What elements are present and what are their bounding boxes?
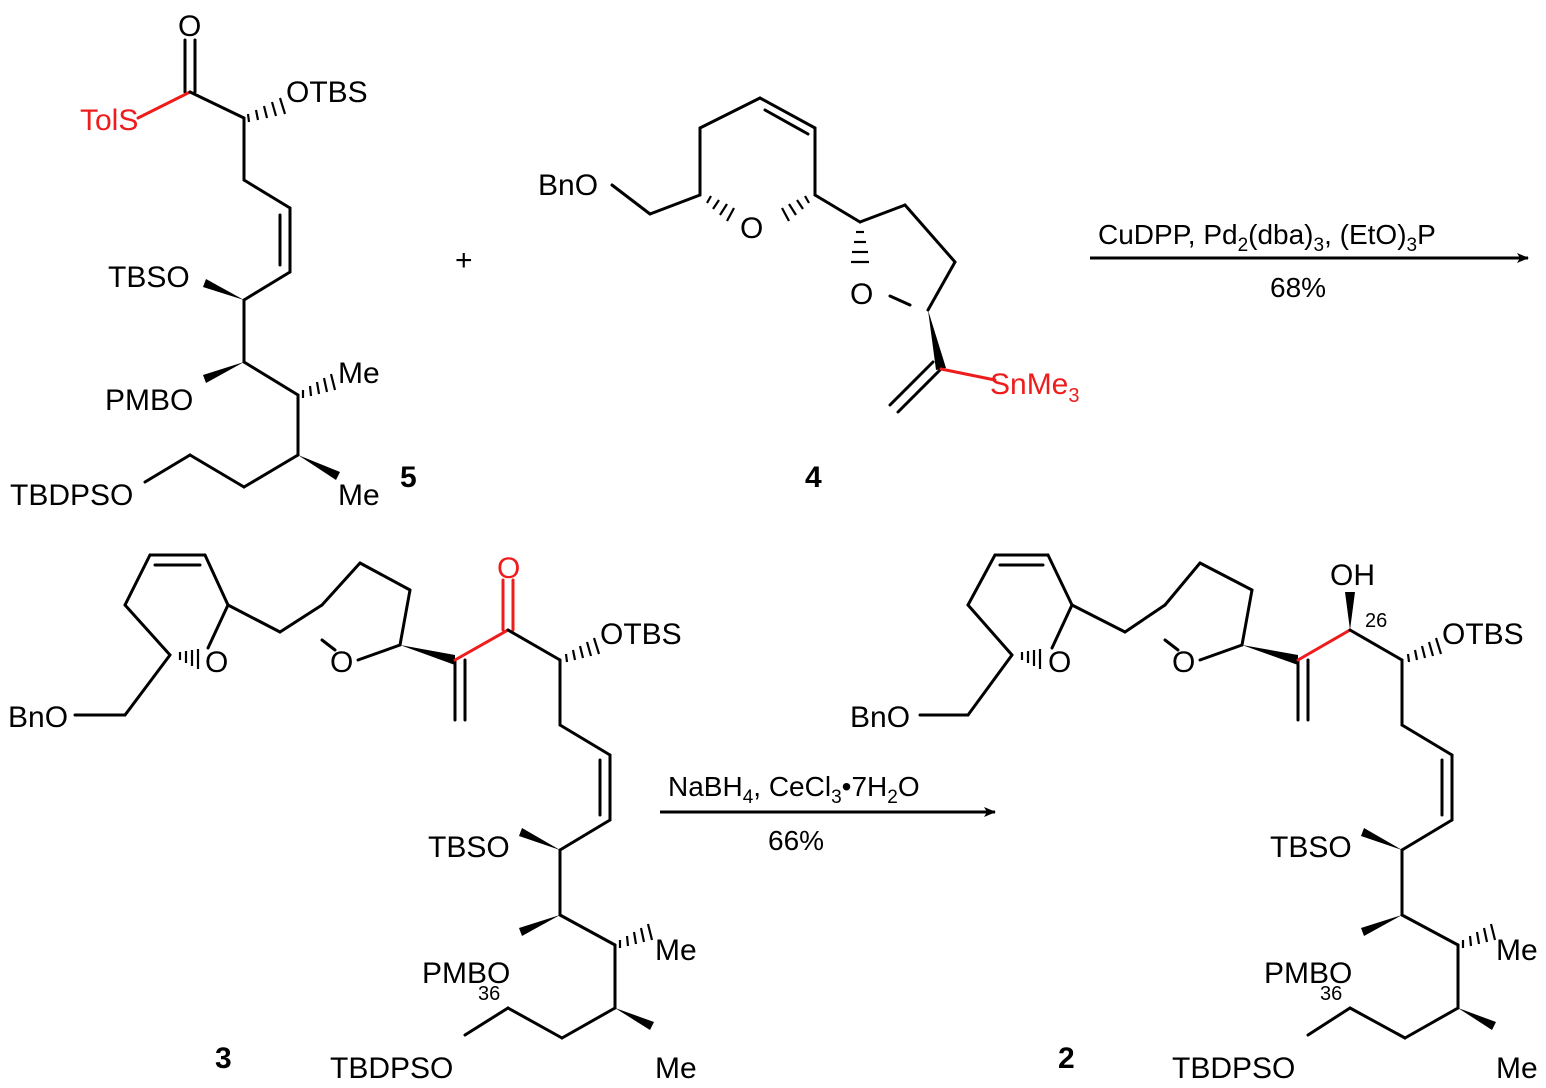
c4-pyran-o: O (740, 212, 763, 245)
hashed-bond (1406, 637, 1443, 663)
c2-tbso-label: TBSO (1270, 831, 1352, 864)
wedge-bond (203, 279, 244, 300)
c5-otbs-label: OTBS (286, 76, 368, 109)
c3-me-label: Me (655, 1052, 697, 1085)
c3-tbso-label: TBSO (428, 831, 510, 864)
c5-pmbo-label: PMBO (105, 384, 193, 417)
c5-carbonyl-o: O (178, 10, 201, 43)
wedge-bond (298, 455, 340, 480)
c3-pmbo-label: PMBO (422, 957, 510, 990)
wedge-bond (1361, 915, 1402, 936)
c4-bno-label: BnO (538, 169, 598, 202)
hashed-bond (1020, 649, 1042, 669)
wedge-bond (1458, 1008, 1496, 1030)
c2-me-label: Me (1496, 934, 1538, 967)
compound-number-3: 3 (215, 1042, 232, 1075)
wedge-bond (400, 645, 455, 665)
hashed-bond (781, 195, 810, 222)
hashed-bond (1461, 923, 1497, 948)
wedge-bond (615, 1008, 654, 1030)
c4-snme3-label: SnMe3 (990, 368, 1080, 407)
c3-me-label: Me (655, 934, 697, 967)
c2-tbdpso-label: TBDPSO (1172, 1052, 1295, 1085)
c3-bno-label: BnO (8, 701, 68, 734)
hashed-bond (851, 230, 869, 264)
hashed-bond (564, 637, 601, 663)
reaction-2-reagents: NaBH4, CeCl3•7H2O (668, 771, 920, 808)
hashed-bond (246, 97, 287, 123)
compound-3-structure (73, 553, 654, 1040)
compound-number-5: 5 (400, 461, 417, 494)
c2-pyran-o: O (1048, 646, 1071, 679)
compound-number-2: 2 (1058, 1042, 1075, 1075)
wedge-bond (519, 915, 560, 936)
c5-me-label: Me (338, 357, 380, 390)
c3-otbs-label: OTBS (600, 618, 682, 651)
wedge-bond (928, 310, 946, 370)
c2-pmbo-label: PMBO (1264, 957, 1352, 990)
compound-4-structure (610, 96, 997, 414)
wedge-bond (203, 362, 244, 383)
c3-carbon-36-number: 36 (478, 983, 500, 1005)
c3-pyran-o: O (205, 646, 228, 679)
reaction-1-yield: 68% (1270, 272, 1326, 303)
wedge-bond (1361, 828, 1402, 850)
reaction-1-reagents: CuDPP, Pd2(dba)3, (EtO)3P (1098, 219, 1436, 256)
c2-me-label: Me (1496, 1052, 1538, 1085)
c2-carbon-26-number: 26 (1365, 610, 1387, 632)
c2-bno-label: BnO (850, 701, 910, 734)
reaction-2-yield: 66% (768, 825, 824, 856)
compound-number-4: 4 (805, 461, 822, 494)
wedge-bond (1242, 645, 1298, 665)
c5-tols-label: TolS (80, 104, 138, 137)
compound-5-structure (136, 38, 340, 489)
c2-oh-label: OH (1330, 559, 1375, 592)
c2-carbon-36-number: 36 (1320, 983, 1342, 1005)
c5-tbdpso-label: TBDPSO (10, 479, 133, 512)
hashed-bond (618, 923, 654, 948)
wedge-bond (519, 828, 560, 850)
c2-thf-o: O (1172, 646, 1195, 679)
c3-ketone-o: O (497, 552, 520, 585)
c5-tbso-label: TBSO (108, 261, 190, 294)
hashed-bond (706, 195, 735, 222)
compound-2-structure (918, 553, 1497, 1040)
hashed-bond (178, 649, 200, 669)
plus-sign: + (455, 244, 473, 277)
wedge-bond (1345, 592, 1355, 630)
c3-tbdpso-label: TBDPSO (330, 1052, 453, 1085)
c2-otbs-label: OTBS (1442, 618, 1524, 651)
c3-thf-o: O (330, 646, 353, 679)
c5-me-label: Me (338, 479, 380, 512)
hashed-bond (301, 373, 337, 398)
c4-thf-o: O (850, 278, 873, 311)
